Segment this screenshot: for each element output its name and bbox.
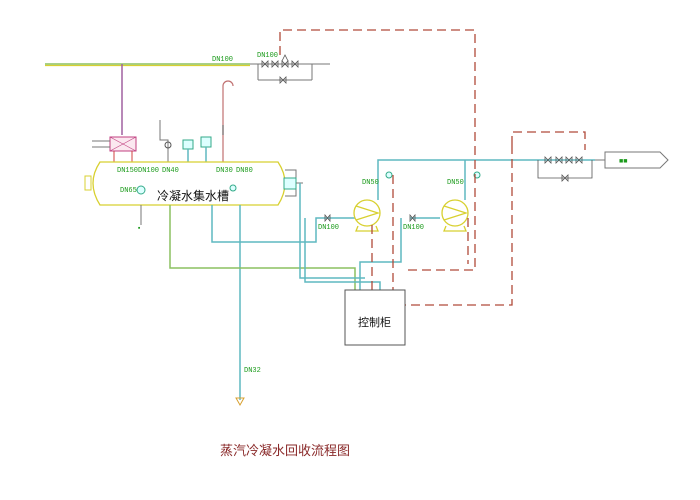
steam-control-valve-group[interactable] bbox=[261, 54, 299, 84]
drain-line-label: DN32 bbox=[244, 367, 261, 375]
level-switch bbox=[283, 169, 303, 197]
nozzle-label: DN40 bbox=[162, 167, 179, 175]
nozzle-label: DN30 bbox=[216, 167, 233, 175]
nozzle-label: DN150 bbox=[117, 167, 138, 175]
nozzle-label: DN80 bbox=[236, 167, 253, 175]
main-steam-line bbox=[45, 63, 330, 81]
nozzle-label: DN100 bbox=[138, 167, 159, 175]
control-cabinet[interactable] bbox=[344, 289, 406, 346]
pressure-gauge-icon bbox=[385, 171, 393, 179]
outlet-arrow bbox=[604, 151, 669, 169]
suction-valve-icons[interactable] bbox=[324, 213, 416, 223]
steam-valve-group-label: DN100 bbox=[257, 52, 278, 60]
vent-gooseneck bbox=[222, 80, 234, 162]
control-cabinet-label: 控制柜 bbox=[358, 315, 391, 329]
condensate-pump-2[interactable] bbox=[441, 199, 469, 232]
condensate-pump-1[interactable] bbox=[353, 199, 381, 232]
pump2-suction-label: DN100 bbox=[403, 224, 424, 232]
drain-funnel-icon bbox=[235, 397, 245, 407]
outlet-valve-group[interactable] bbox=[537, 156, 593, 182]
pump1-suction-label: DN100 bbox=[318, 224, 339, 232]
drain-label: DN65 bbox=[120, 187, 137, 195]
water-pipes bbox=[140, 159, 605, 400]
pump1-discharge-label: DN50 bbox=[362, 179, 379, 187]
pump2-discharge-label: DN50 bbox=[447, 179, 464, 187]
tank-instruments bbox=[159, 120, 212, 162]
steam-trap-unit[interactable] bbox=[92, 136, 137, 162]
outlet-tag: ■■ bbox=[619, 158, 627, 166]
tank-label: 冷凝水集水槽 bbox=[157, 188, 229, 203]
main-steam-label: DN100 bbox=[212, 56, 233, 64]
level-gauge-icon bbox=[136, 185, 146, 195]
diagram-title: 蒸汽冷凝水回收流程图 bbox=[220, 443, 350, 459]
control-signal-lines bbox=[279, 29, 586, 306]
drain-valve-tag: ▪ bbox=[137, 225, 141, 233]
temperature-gauge-icon bbox=[229, 184, 237, 192]
